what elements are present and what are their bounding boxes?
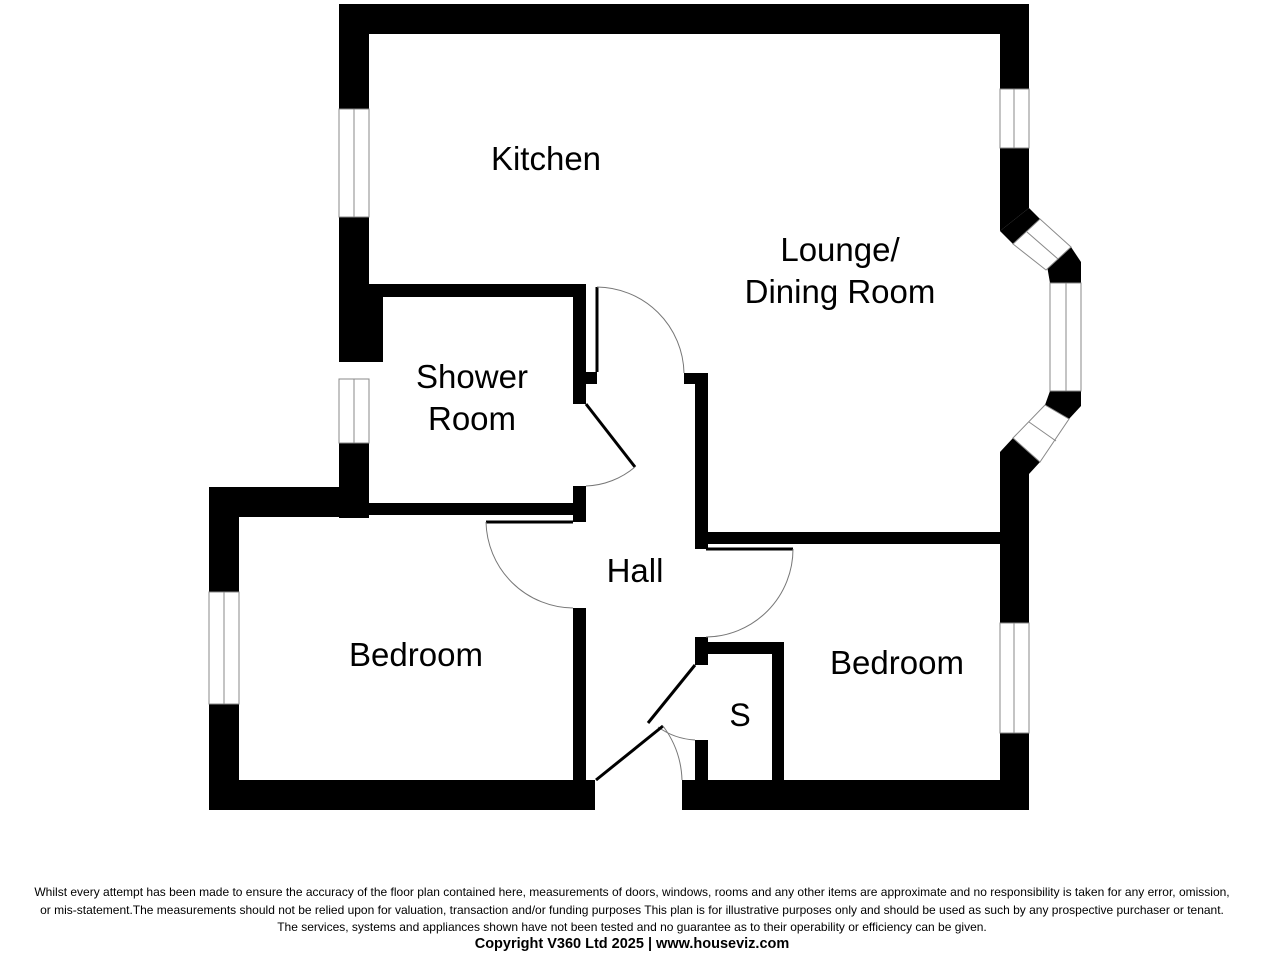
window-kitchen-left — [338, 108, 370, 218]
room-label-shower-line1: Shower — [416, 358, 528, 395]
door-storage — [646, 664, 697, 741]
disclaimer-line-1: Whilst every attempt has been made to en… — [34, 885, 1230, 899]
floor-plan — [208, 4, 1082, 810]
room-label-lounge-line1: Lounge/ — [780, 231, 900, 268]
window-bay-upper — [1012, 218, 1072, 271]
window-bedroom1-left — [208, 591, 240, 705]
copyright-notice: Copyright V360 Ltd 2025 | www.houseviz.c… — [474, 936, 790, 952]
door-bedroom2 — [705, 547, 794, 638]
window-bay-center — [1049, 282, 1082, 392]
room-label-lounge: Lounge/ Dining Room — [720, 229, 960, 313]
disclaimer-line-2: or mis-statement.The measurements should… — [40, 903, 1224, 917]
room-label-lounge-line2: Dining Room — [744, 273, 936, 310]
room-label-shower-line2: Room — [427, 400, 517, 437]
room-label-bedroom1: Bedroom — [349, 636, 483, 673]
disclaimer-line-3: The services, systems and appliances sho… — [277, 920, 987, 934]
room-label-shower: Shower Room — [382, 356, 562, 440]
door-lounge — [595, 286, 685, 374]
window-bedroom2-right — [999, 622, 1030, 734]
room-label-hall: Hall — [606, 552, 664, 589]
door-entrance — [595, 724, 683, 782]
window-shower-left — [338, 378, 370, 444]
door-bedroom1 — [485, 520, 574, 609]
walls — [209, 4, 1081, 810]
room-label-bedroom2: Bedroom — [830, 644, 964, 681]
room-label-kitchen: Kitchen — [490, 140, 602, 177]
window-lounge-right-upper — [999, 88, 1030, 149]
room-label-storage: S — [729, 697, 751, 733]
window-bay-lower — [1012, 404, 1070, 463]
windows — [208, 88, 1082, 734]
door-shower — [584, 403, 637, 487]
doors — [485, 286, 794, 782]
